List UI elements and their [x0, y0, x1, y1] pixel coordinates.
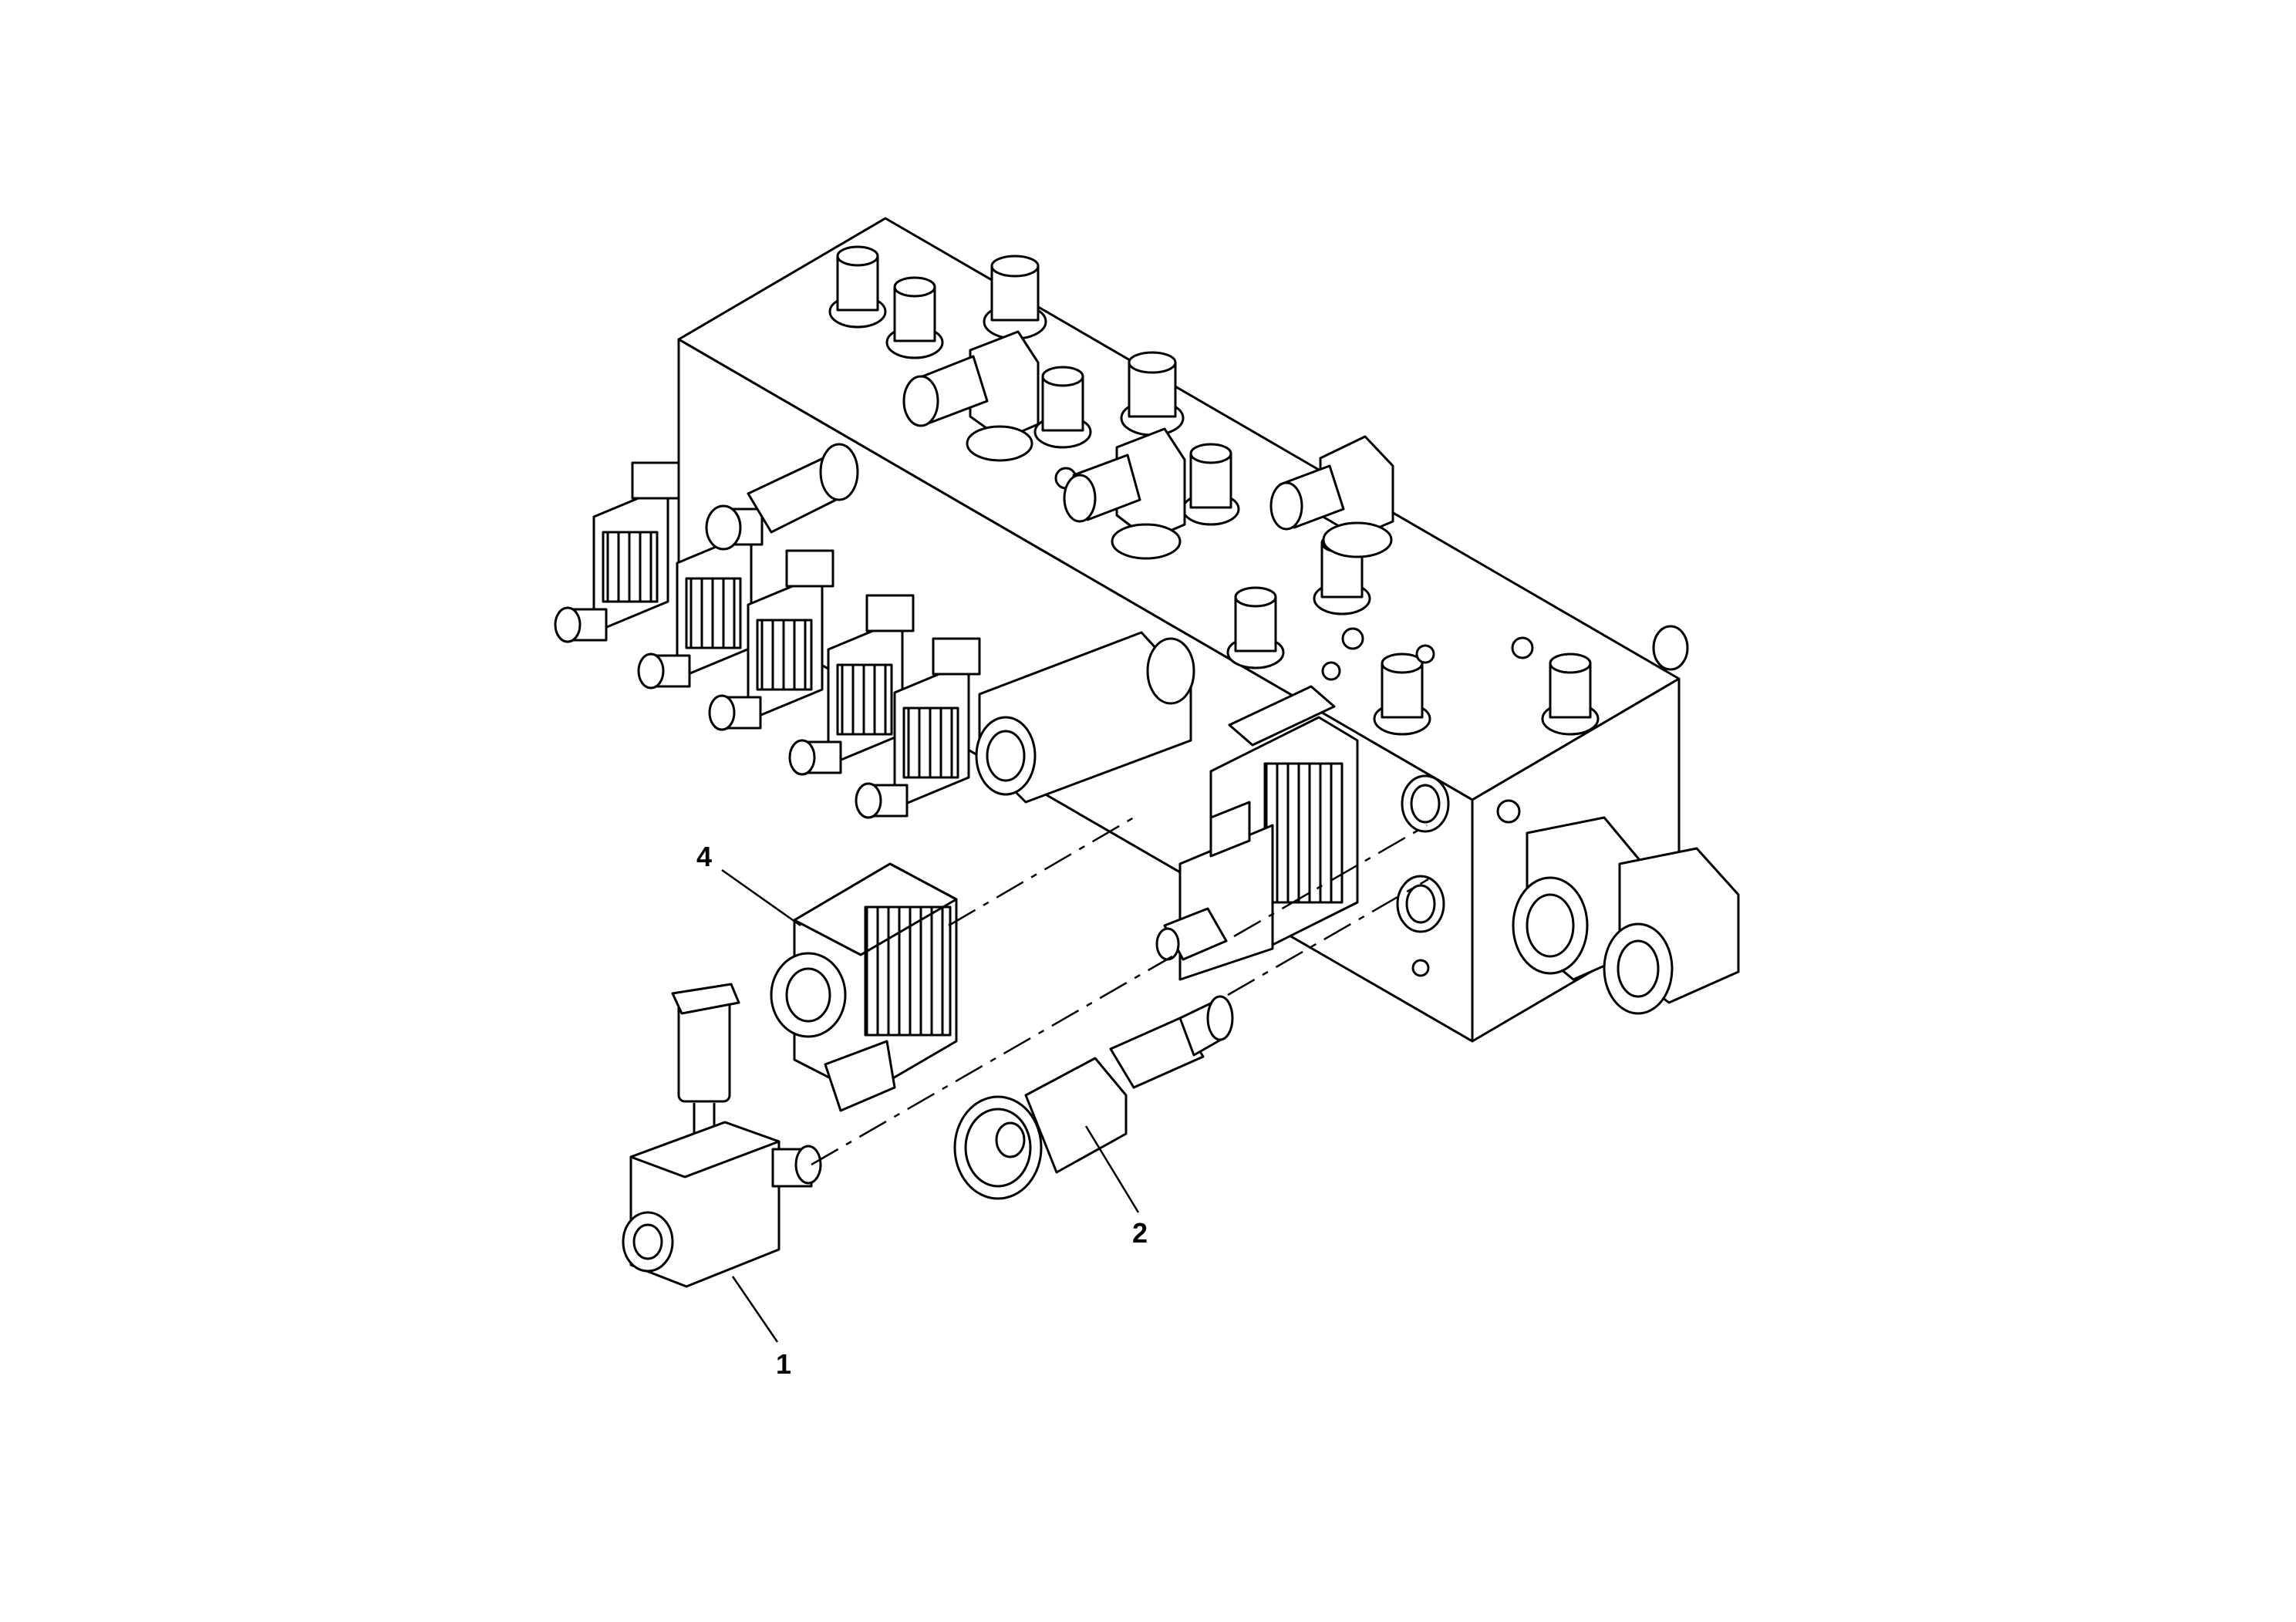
pressure-valve-part-2	[953, 995, 1234, 1200]
top-fittings	[828, 245, 1600, 736]
elbow-fitting	[1269, 435, 1394, 558]
mounted-coil	[1178, 685, 1359, 981]
callout-label-2: 2	[1132, 1217, 1148, 1249]
callout-label-4: 4	[696, 841, 713, 872]
valve-bank	[554, 443, 1195, 819]
elbow-fitting	[902, 330, 1040, 462]
elbow-fitting	[1063, 427, 1186, 560]
solenoid-valve-part-1	[622, 983, 822, 1288]
coil-part-4	[770, 862, 958, 1112]
valve-plug	[1155, 907, 1228, 961]
callout-label-1: 1	[776, 1348, 792, 1380]
